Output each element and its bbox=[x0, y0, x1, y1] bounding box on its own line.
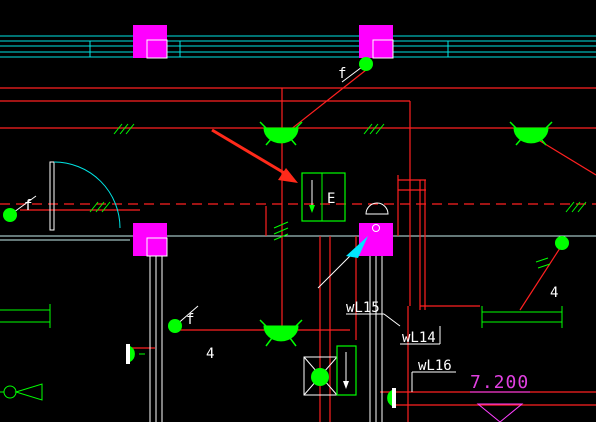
circuit-label-wl16: wL16 bbox=[418, 358, 452, 374]
wire-count-label: 4 bbox=[550, 285, 558, 301]
wire-count-label: 4 bbox=[206, 346, 214, 362]
elevation-label: 7.200 bbox=[470, 372, 529, 393]
annotation-arrow-icon bbox=[317, 236, 368, 289]
switch-dot-icon[interactable] bbox=[3, 195, 37, 222]
ceiling-lamp-icon[interactable] bbox=[509, 121, 553, 146]
horn-speaker-icon bbox=[0, 383, 43, 401]
column-mid-right bbox=[359, 223, 393, 256]
ceiling-lamp-icon[interactable] bbox=[259, 319, 303, 347]
annotation-arrow-icon bbox=[211, 128, 298, 183]
circuit-label-wl14: wL14 bbox=[402, 330, 436, 346]
right-equipment bbox=[481, 306, 563, 328]
wiring-network bbox=[0, 69, 596, 422]
circuit-label-wl15: wL15 bbox=[346, 300, 380, 316]
partition-walls bbox=[149, 256, 383, 422]
switch-dot-icon[interactable] bbox=[168, 305, 199, 333]
distribution-box-icon[interactable] bbox=[301, 172, 346, 222]
ceiling-lamp-icon[interactable] bbox=[259, 121, 303, 146]
switch-dot-icon[interactable] bbox=[555, 236, 569, 250]
left-equipment bbox=[0, 304, 51, 328]
door-swing-icon bbox=[49, 161, 121, 231]
label-leaders bbox=[346, 313, 456, 392]
elevation-marker bbox=[470, 391, 530, 422]
column-top-left bbox=[133, 25, 168, 59]
switch-label-f: f bbox=[186, 312, 194, 328]
detector-icon bbox=[365, 202, 389, 215]
switch-label-f: f bbox=[338, 66, 346, 82]
wall-lamp-icon[interactable] bbox=[387, 388, 396, 408]
column-top-right bbox=[359, 25, 394, 59]
distribution-box-label: E bbox=[327, 191, 335, 207]
middle-wall bbox=[0, 235, 596, 241]
switch-label-f: f bbox=[24, 198, 32, 214]
column-mid-left bbox=[133, 223, 168, 257]
switch-dot-icon[interactable] bbox=[341, 57, 373, 83]
wall-lamp-icon[interactable] bbox=[126, 344, 145, 364]
exhaust-fan-icon[interactable] bbox=[303, 345, 357, 396]
wire-hatch-marks bbox=[89, 123, 587, 269]
top-wall bbox=[0, 35, 596, 58]
